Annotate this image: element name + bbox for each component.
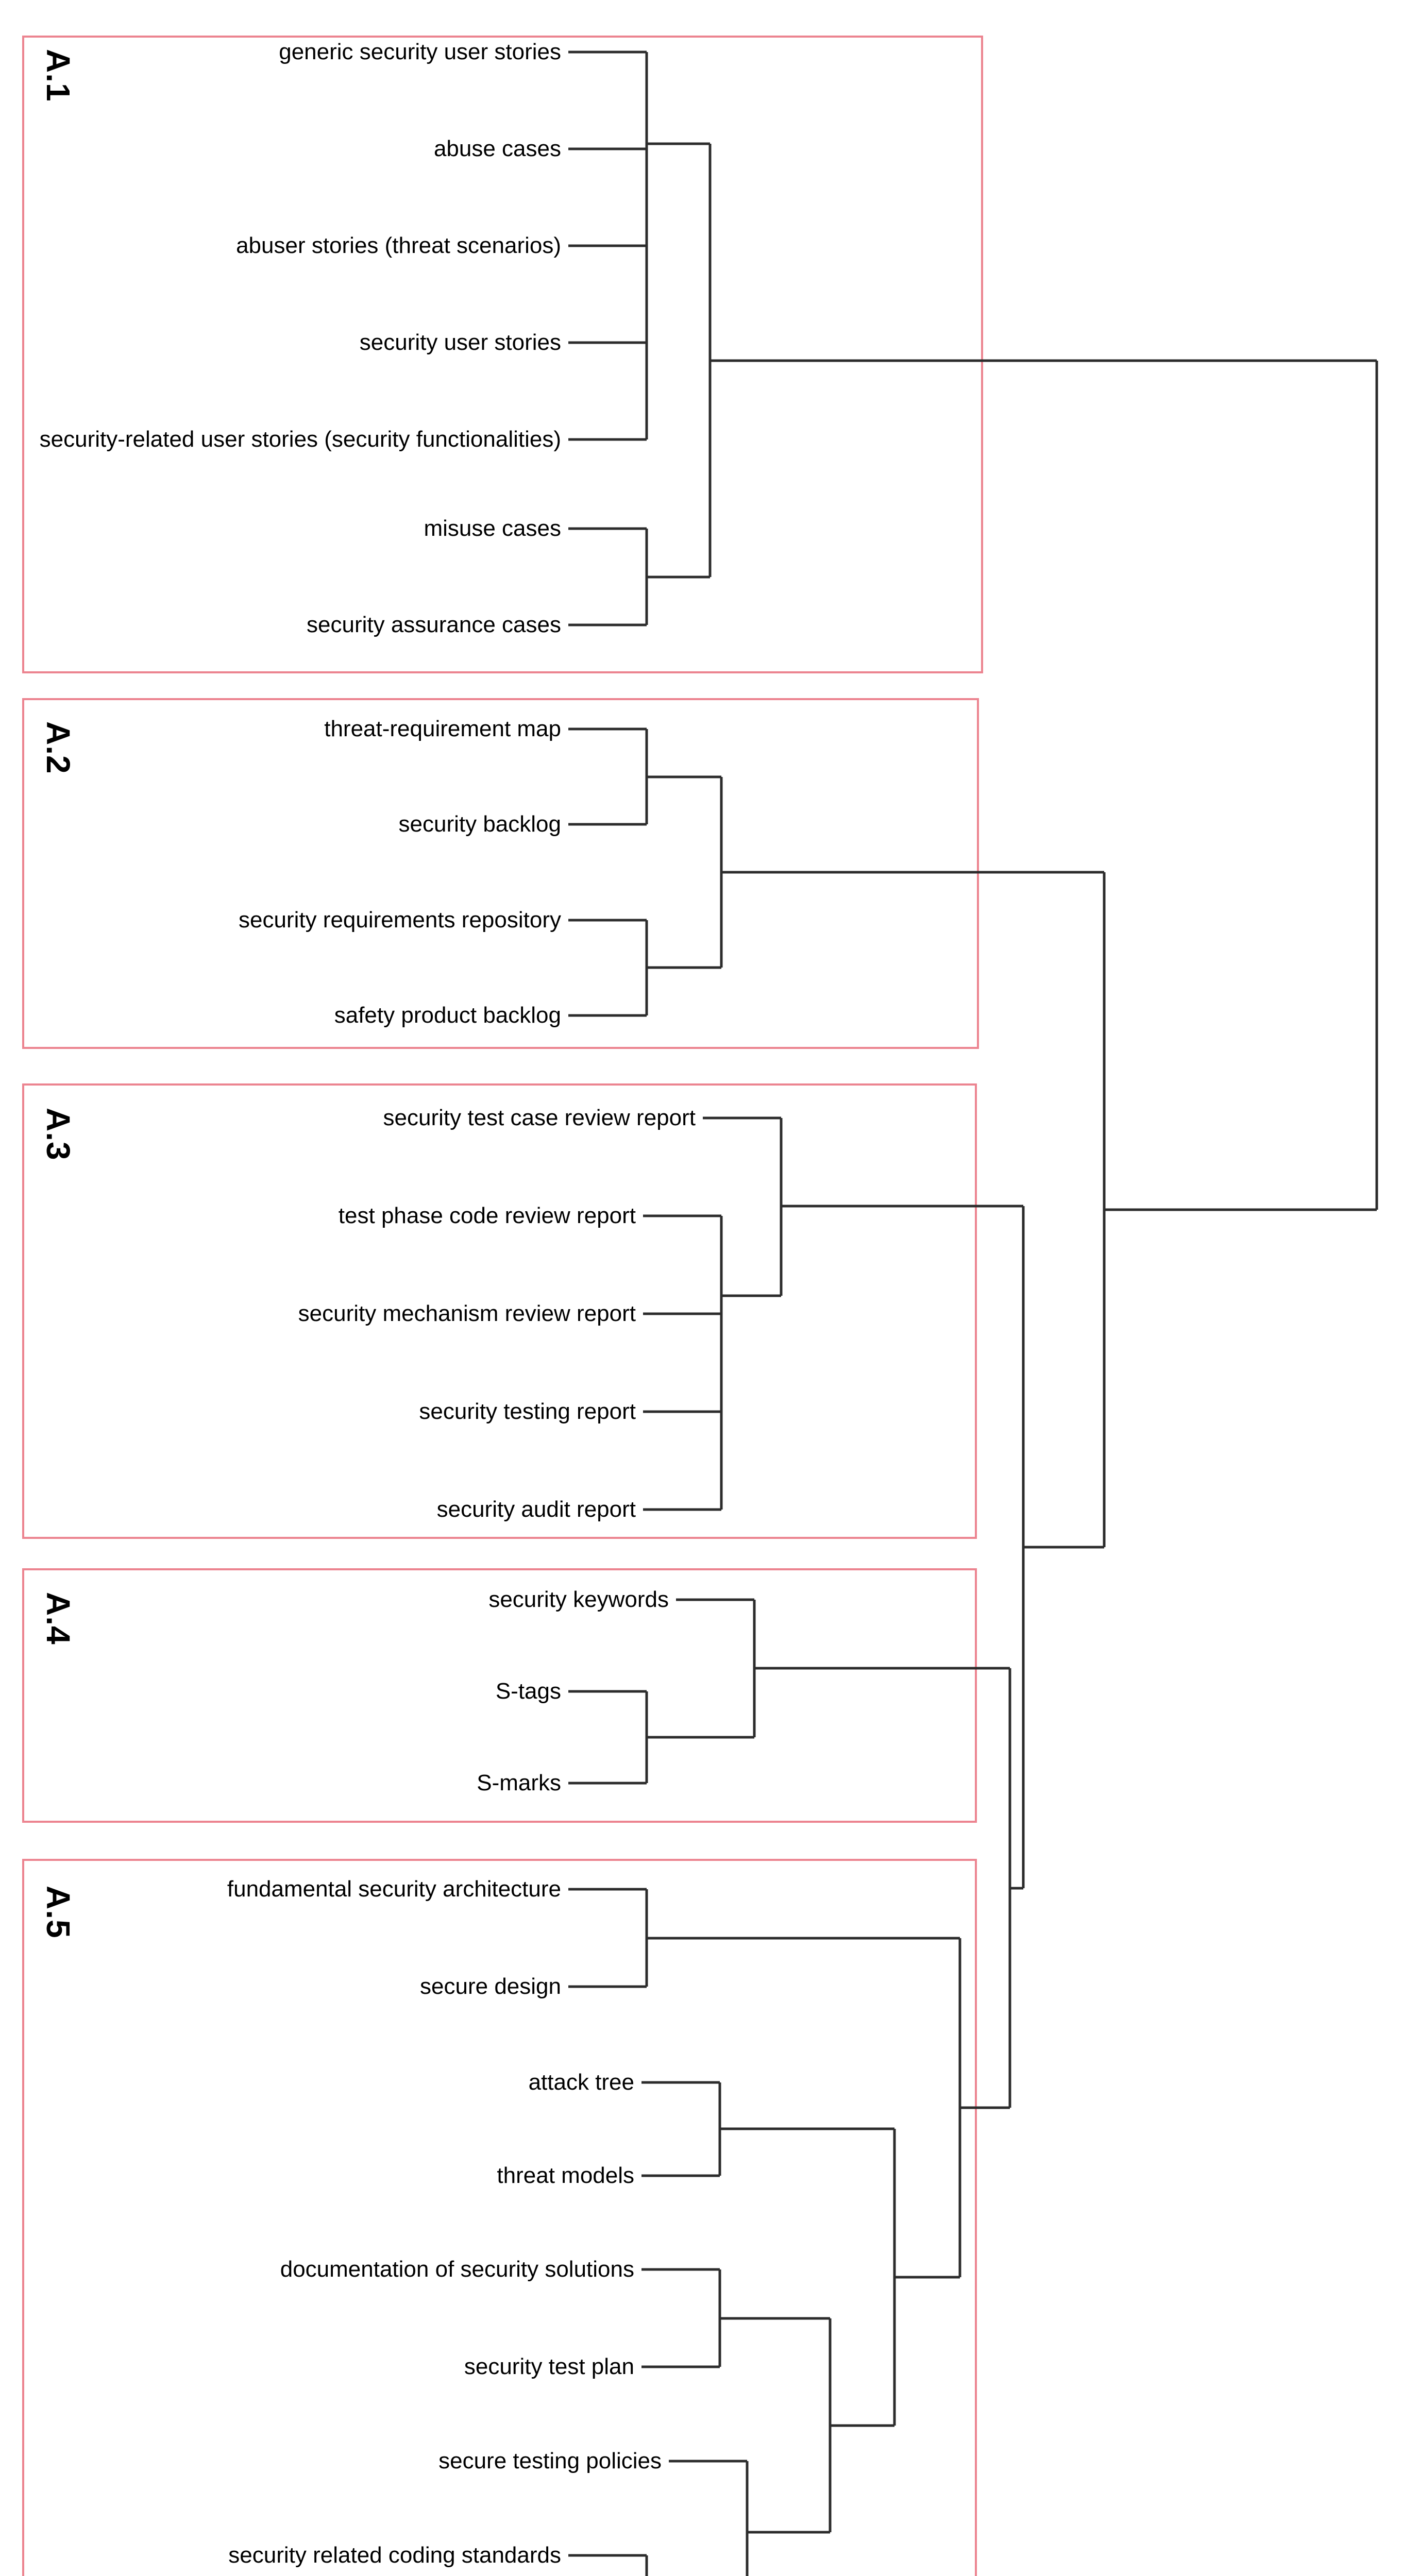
group-box-A.3 bbox=[22, 1083, 977, 1539]
leaf-label: attack tree bbox=[528, 2070, 634, 2095]
group-label-A.5: A.5 bbox=[40, 1886, 77, 1939]
leaf-label: threat models bbox=[497, 2163, 634, 2188]
leaf-label: threat-requirement map bbox=[324, 716, 561, 741]
group-label-A.1: A.1 bbox=[40, 49, 77, 102]
leaf-label: secure testing policies bbox=[438, 2448, 662, 2473]
leaf-label: security assurance cases bbox=[307, 612, 561, 637]
leaf-label: test phase code review report bbox=[338, 1203, 636, 1228]
leaf-label: security test plan bbox=[464, 2354, 634, 2379]
leaf-label: security mechanism review report bbox=[298, 1301, 636, 1326]
leaf-label: security keywords bbox=[488, 1587, 669, 1612]
leaf-label: security related coding standards bbox=[228, 2543, 561, 2568]
leaf-label: security user stories bbox=[359, 330, 561, 355]
leaf-label: abuser stories (threat scenarios) bbox=[236, 233, 561, 258]
leaf-label: fundamental security architecture bbox=[227, 1876, 561, 1902]
leaf-label: misuse cases bbox=[424, 516, 561, 541]
group-box-A.4 bbox=[22, 1568, 977, 1823]
group-label-A.4: A.4 bbox=[40, 1592, 77, 1645]
leaf-label: abuse cases bbox=[433, 136, 561, 161]
leaf-label: documentation of security solutions bbox=[280, 2257, 634, 2282]
leaf-label: secure design bbox=[420, 1974, 561, 1999]
group-label-A.2: A.2 bbox=[40, 721, 77, 774]
leaf-label: security audit report bbox=[436, 1497, 636, 1522]
leaf-label: S-marks bbox=[477, 1770, 561, 1795]
group-box-A.5 bbox=[22, 1859, 977, 2576]
leaf-label: generic security user stories bbox=[279, 39, 561, 64]
leaf-label: security requirements repository bbox=[238, 907, 561, 933]
group-box-A.1 bbox=[22, 36, 983, 673]
leaf-label: security backlog bbox=[398, 811, 561, 837]
group-label-A.3: A.3 bbox=[40, 1108, 77, 1161]
leaf-label: S-tags bbox=[495, 1679, 561, 1704]
leaf-label: security test case review report bbox=[383, 1105, 696, 1130]
leaf-label: safety product backlog bbox=[334, 1003, 561, 1028]
leaf-label: security-related user stories (security … bbox=[39, 427, 561, 452]
leaf-label: security testing report bbox=[419, 1399, 636, 1424]
